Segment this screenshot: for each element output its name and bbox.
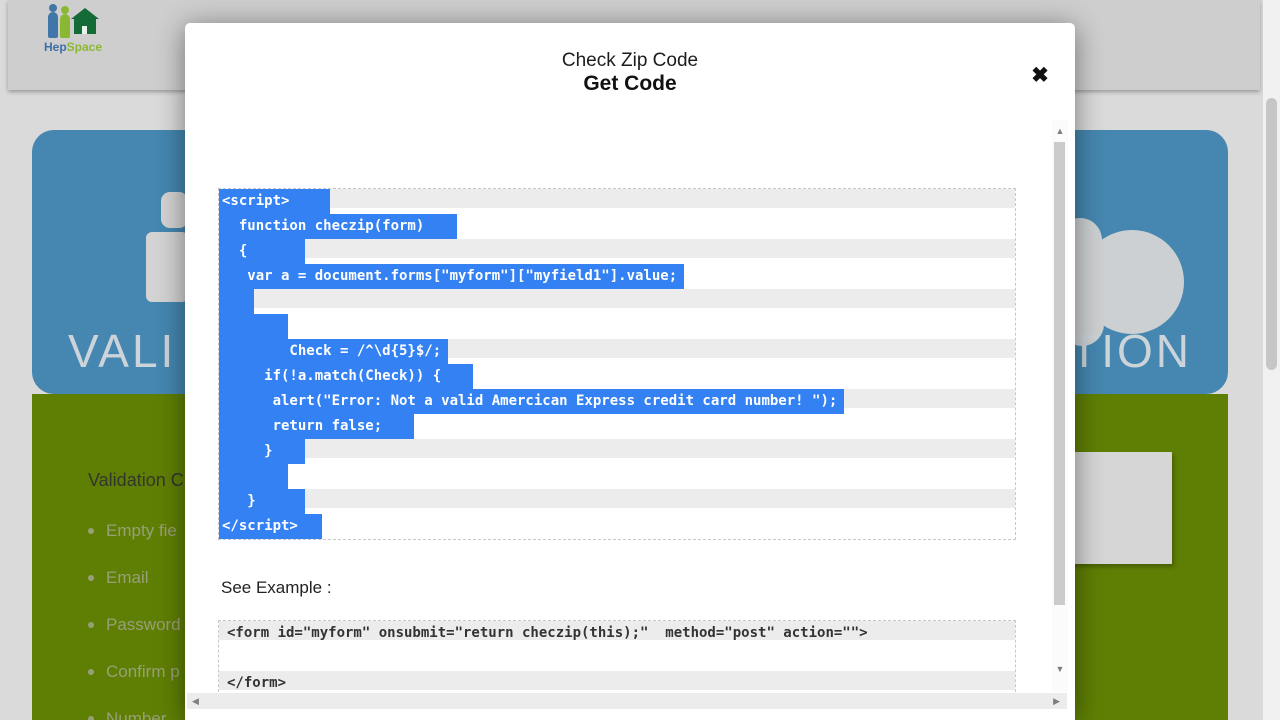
code-line-text: return false; <box>219 414 415 439</box>
code-line <box>219 464 1015 489</box>
see-example-label: See Example : <box>221 578 332 597</box>
list-item-label: Password <box>106 615 181 634</box>
logo-text-space: Space <box>66 40 103 54</box>
list-item-label: Confirm p <box>106 662 180 681</box>
code-line: } <box>219 439 1015 464</box>
list-item: Password <box>88 612 181 637</box>
modal-title: Check Zip Code <box>561 50 699 71</box>
bullet-icon <box>88 669 94 675</box>
check-zip-code-modal: Check Zip Code Get Code ✖ <script> funct… <box>185 23 1075 720</box>
code-line-text: { <box>219 239 305 264</box>
code-line-text: } <box>219 489 305 514</box>
validation-list: Empty fie Email Password Confirm p Numbe… <box>88 518 181 720</box>
page-scrollbar-thumb[interactable] <box>1266 98 1277 370</box>
bullet-icon <box>88 622 94 628</box>
code-line: { <box>219 239 1015 264</box>
hepspace-logo[interactable]: HepSpace <box>44 2 114 54</box>
modal-vertical-scrollbar[interactable]: ▲ ▼ <box>1052 120 1068 692</box>
code-line-text: function checzip(form) <box>219 214 457 239</box>
code-line-text: Check = /^\d{5}$/; <box>219 339 449 364</box>
code-line-text <box>219 289 255 314</box>
code-line: </script> <box>219 514 1015 539</box>
code-block-example[interactable]: <form id="myform" onsubmit="return checz… <box>218 620 1016 692</box>
code-line: <form id="myform" onsubmit="return checz… <box>219 621 1015 646</box>
thumbs-up-icon <box>146 192 188 302</box>
code-line-text: } <box>219 439 305 464</box>
code-line-text: </script> <box>219 514 322 539</box>
code-line <box>219 289 1015 314</box>
code-line: if(!a.match(Check)) { <box>219 364 1015 389</box>
code-line: function checzip(form) <box>219 214 1015 239</box>
list-item: Email <box>88 565 181 590</box>
scroll-right-arrow-icon[interactable]: ▶ <box>1053 696 1060 706</box>
code-line-text: <script> <box>219 189 331 214</box>
list-item: Number <box>88 706 181 720</box>
code-line-text: <form id="myform" onsubmit="return checz… <box>227 625 868 641</box>
code-line: </form> <box>219 671 1015 692</box>
code-line-text: alert("Error: Not a valid Amercican Expr… <box>219 389 845 414</box>
banner-text-left: VALI <box>68 325 177 377</box>
code-line-text <box>219 464 289 489</box>
person-blue-icon <box>48 4 58 38</box>
code-line: var a = document.forms["myform"]["myfiel… <box>219 264 1015 289</box>
close-icon[interactable]: ✖ <box>1031 64 1049 87</box>
list-item: Empty fie <box>88 518 181 543</box>
code-line-text: </form> <box>227 675 287 691</box>
list-item-label: Email <box>106 568 149 587</box>
code-line: <script> <box>219 189 1015 214</box>
scroll-left-arrow-icon[interactable]: ◀ <box>192 696 199 706</box>
code-line: } <box>219 489 1015 514</box>
scroll-up-arrow-icon[interactable]: ▲ <box>1055 126 1065 136</box>
modal-subtitle: Get Code <box>583 72 677 95</box>
code-line: Check = /^\d{5}$/; <box>219 339 1015 364</box>
list-item-label: Number <box>106 709 167 720</box>
banner-text-right: TION <box>1070 325 1192 377</box>
list-item: Confirm p <box>88 659 181 684</box>
logo-text-hep: Hep <box>44 40 67 54</box>
house-icon <box>71 8 99 34</box>
modal-body: <script> function checzip(form) { var a … <box>185 120 1052 692</box>
code-line <box>219 646 1015 671</box>
code-line: return false; <box>219 414 1015 439</box>
code-line-text: if(!a.match(Check)) { <box>219 364 474 389</box>
bullet-icon <box>88 716 94 720</box>
modal-vertical-scrollbar-thumb[interactable] <box>1054 142 1065 605</box>
person-green-icon <box>60 6 70 38</box>
bullet-icon <box>88 528 94 534</box>
code-line-text <box>219 314 289 339</box>
page-scrollbar[interactable] <box>1263 0 1280 720</box>
green-panel-heading: Validation C <box>88 470 184 490</box>
logo-text: HepSpace <box>44 40 102 54</box>
bullet-icon <box>88 575 94 581</box>
code-block-script[interactable]: <script> function checzip(form) { var a … <box>218 188 1016 540</box>
scroll-down-arrow-icon[interactable]: ▼ <box>1055 664 1065 674</box>
code-line-text: var a = document.forms["myform"]["myfiel… <box>219 264 685 289</box>
modal-horizontal-scrollbar[interactable]: ◀ ▶ <box>187 693 1067 709</box>
list-item-label: Empty fie <box>106 521 177 540</box>
code-line <box>219 314 1015 339</box>
code-line: alert("Error: Not a valid Amercican Expr… <box>219 389 1015 414</box>
